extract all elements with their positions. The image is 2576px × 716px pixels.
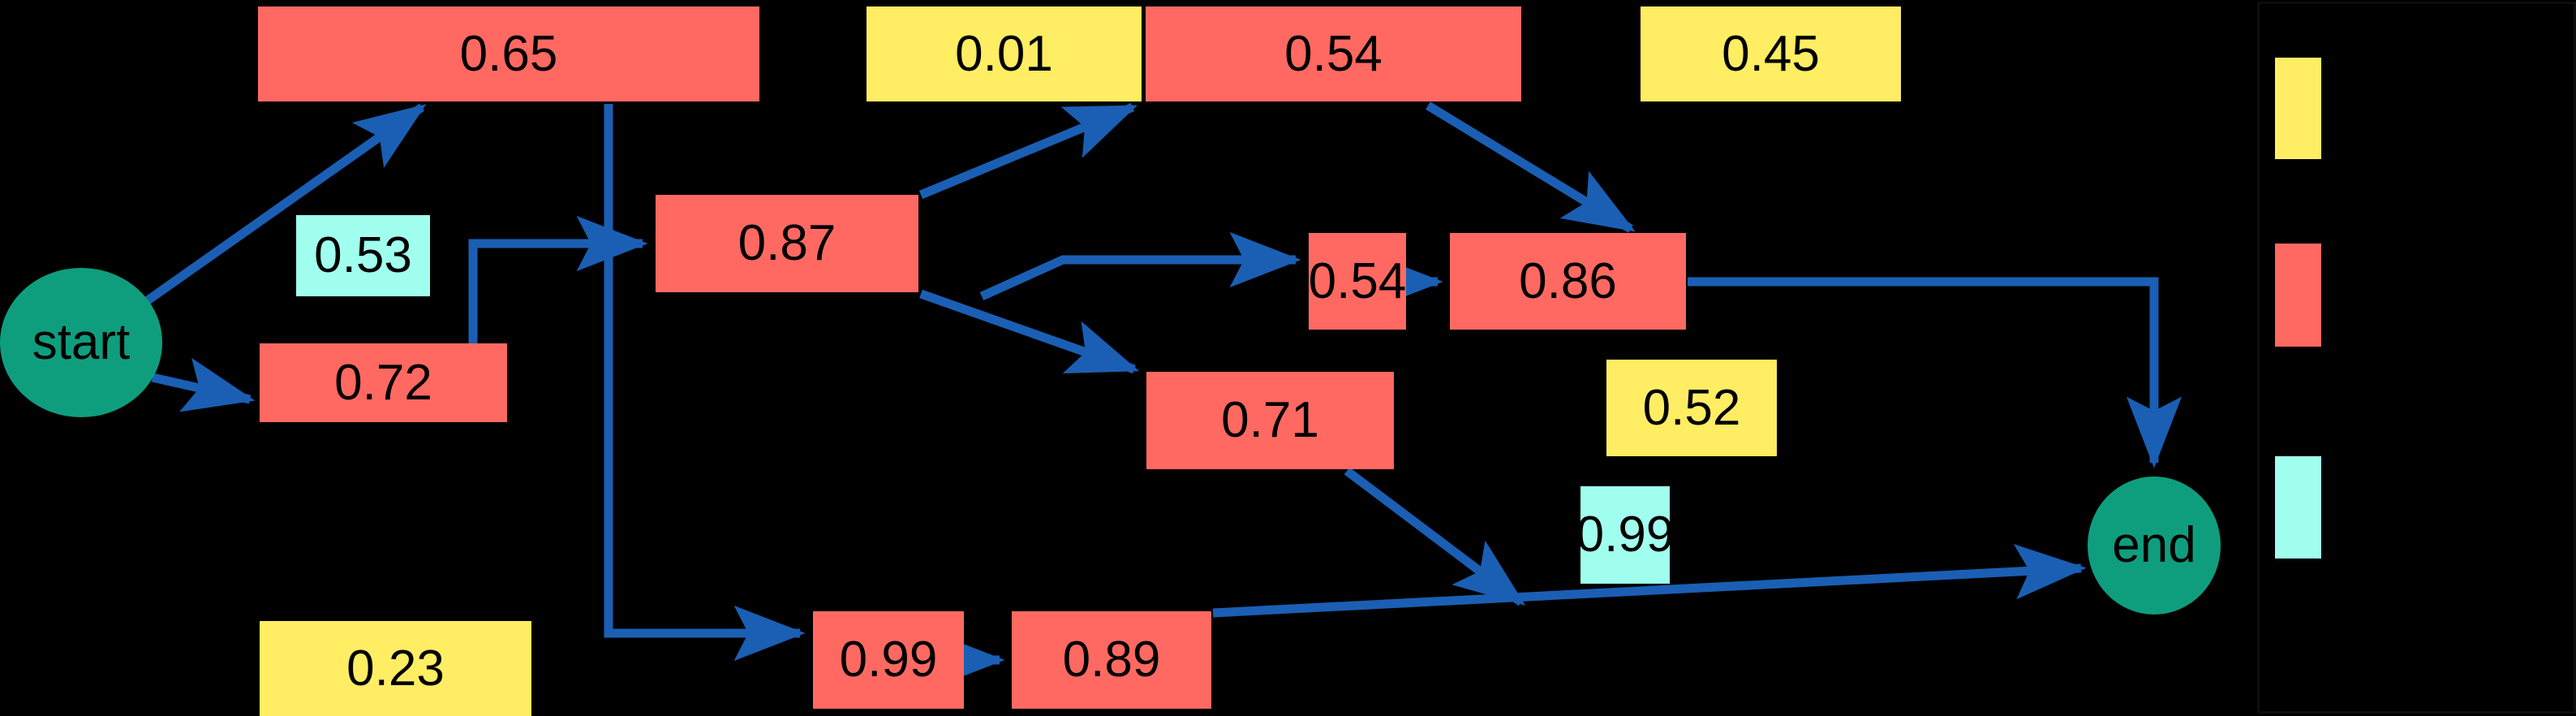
legend-panel xyxy=(2257,2,2576,714)
node-label: 0.54 xyxy=(1308,252,1407,309)
node-end[interactable]: end xyxy=(2088,477,2221,615)
legend-swatch-yellow xyxy=(2275,58,2321,159)
node-0.54-mid[interactable]: 0.54 xyxy=(1309,233,1406,330)
legend-swatch-red xyxy=(2275,244,2321,347)
node-label: 0.45 xyxy=(1722,25,1820,82)
node-label: 0.52 xyxy=(1642,379,1741,436)
node-0.53[interactable]: 0.53 xyxy=(296,215,430,296)
node-0.87[interactable]: 0.87 xyxy=(656,195,918,292)
edge-087-to-054mid xyxy=(979,231,1301,301)
node-0.23[interactable]: 0.23 xyxy=(260,621,531,716)
node-label: start xyxy=(32,314,131,370)
node-0.86[interactable]: 0.86 xyxy=(1450,233,1686,330)
node-label: 0.99 xyxy=(1576,507,1675,563)
edge-065-to-099 xyxy=(604,104,806,662)
node-label: 0.86 xyxy=(1519,252,1617,309)
edge-054top-to-086 xyxy=(1426,101,1636,233)
node-0.71[interactable]: 0.71 xyxy=(1146,372,1394,469)
node-label: 0.87 xyxy=(738,215,836,271)
node-label: 0.89 xyxy=(1062,632,1161,688)
node-label: 0.72 xyxy=(334,354,432,411)
node-label: 0.54 xyxy=(1284,25,1383,82)
node-start[interactable]: start xyxy=(0,268,162,417)
edge-087-to-071 xyxy=(919,289,1140,374)
node-label: 0.99 xyxy=(839,632,938,688)
legend-swatch-cyan xyxy=(2275,456,2321,559)
edge-start-to-072 xyxy=(151,357,256,412)
node-0.72[interactable]: 0.72 xyxy=(260,343,507,422)
node-0.54-top[interactable]: 0.54 xyxy=(1146,6,1521,101)
node-label: 0.71 xyxy=(1221,392,1319,448)
node-0.01[interactable]: 0.01 xyxy=(867,6,1142,101)
node-0.52[interactable]: 0.52 xyxy=(1606,360,1777,456)
node-0.99[interactable]: 0.99 xyxy=(813,611,964,709)
node-label: 0.23 xyxy=(346,640,445,697)
node-0.65[interactable]: 0.65 xyxy=(258,6,759,101)
node-label: 0.53 xyxy=(314,227,412,283)
node-0.89[interactable]: 0.89 xyxy=(1012,611,1211,709)
edge-071-to-089 xyxy=(1344,467,1526,606)
edge-087-to-054top xyxy=(918,102,1138,200)
node-0.99-cyan[interactable]: 0.99 xyxy=(1576,486,1674,584)
node-label: 0.01 xyxy=(955,25,1053,82)
node-0.45[interactable]: 0.45 xyxy=(1641,6,1901,101)
node-label: end xyxy=(2112,517,2196,573)
edge-072-to-087 xyxy=(468,215,648,345)
node-label: 0.65 xyxy=(459,25,558,82)
